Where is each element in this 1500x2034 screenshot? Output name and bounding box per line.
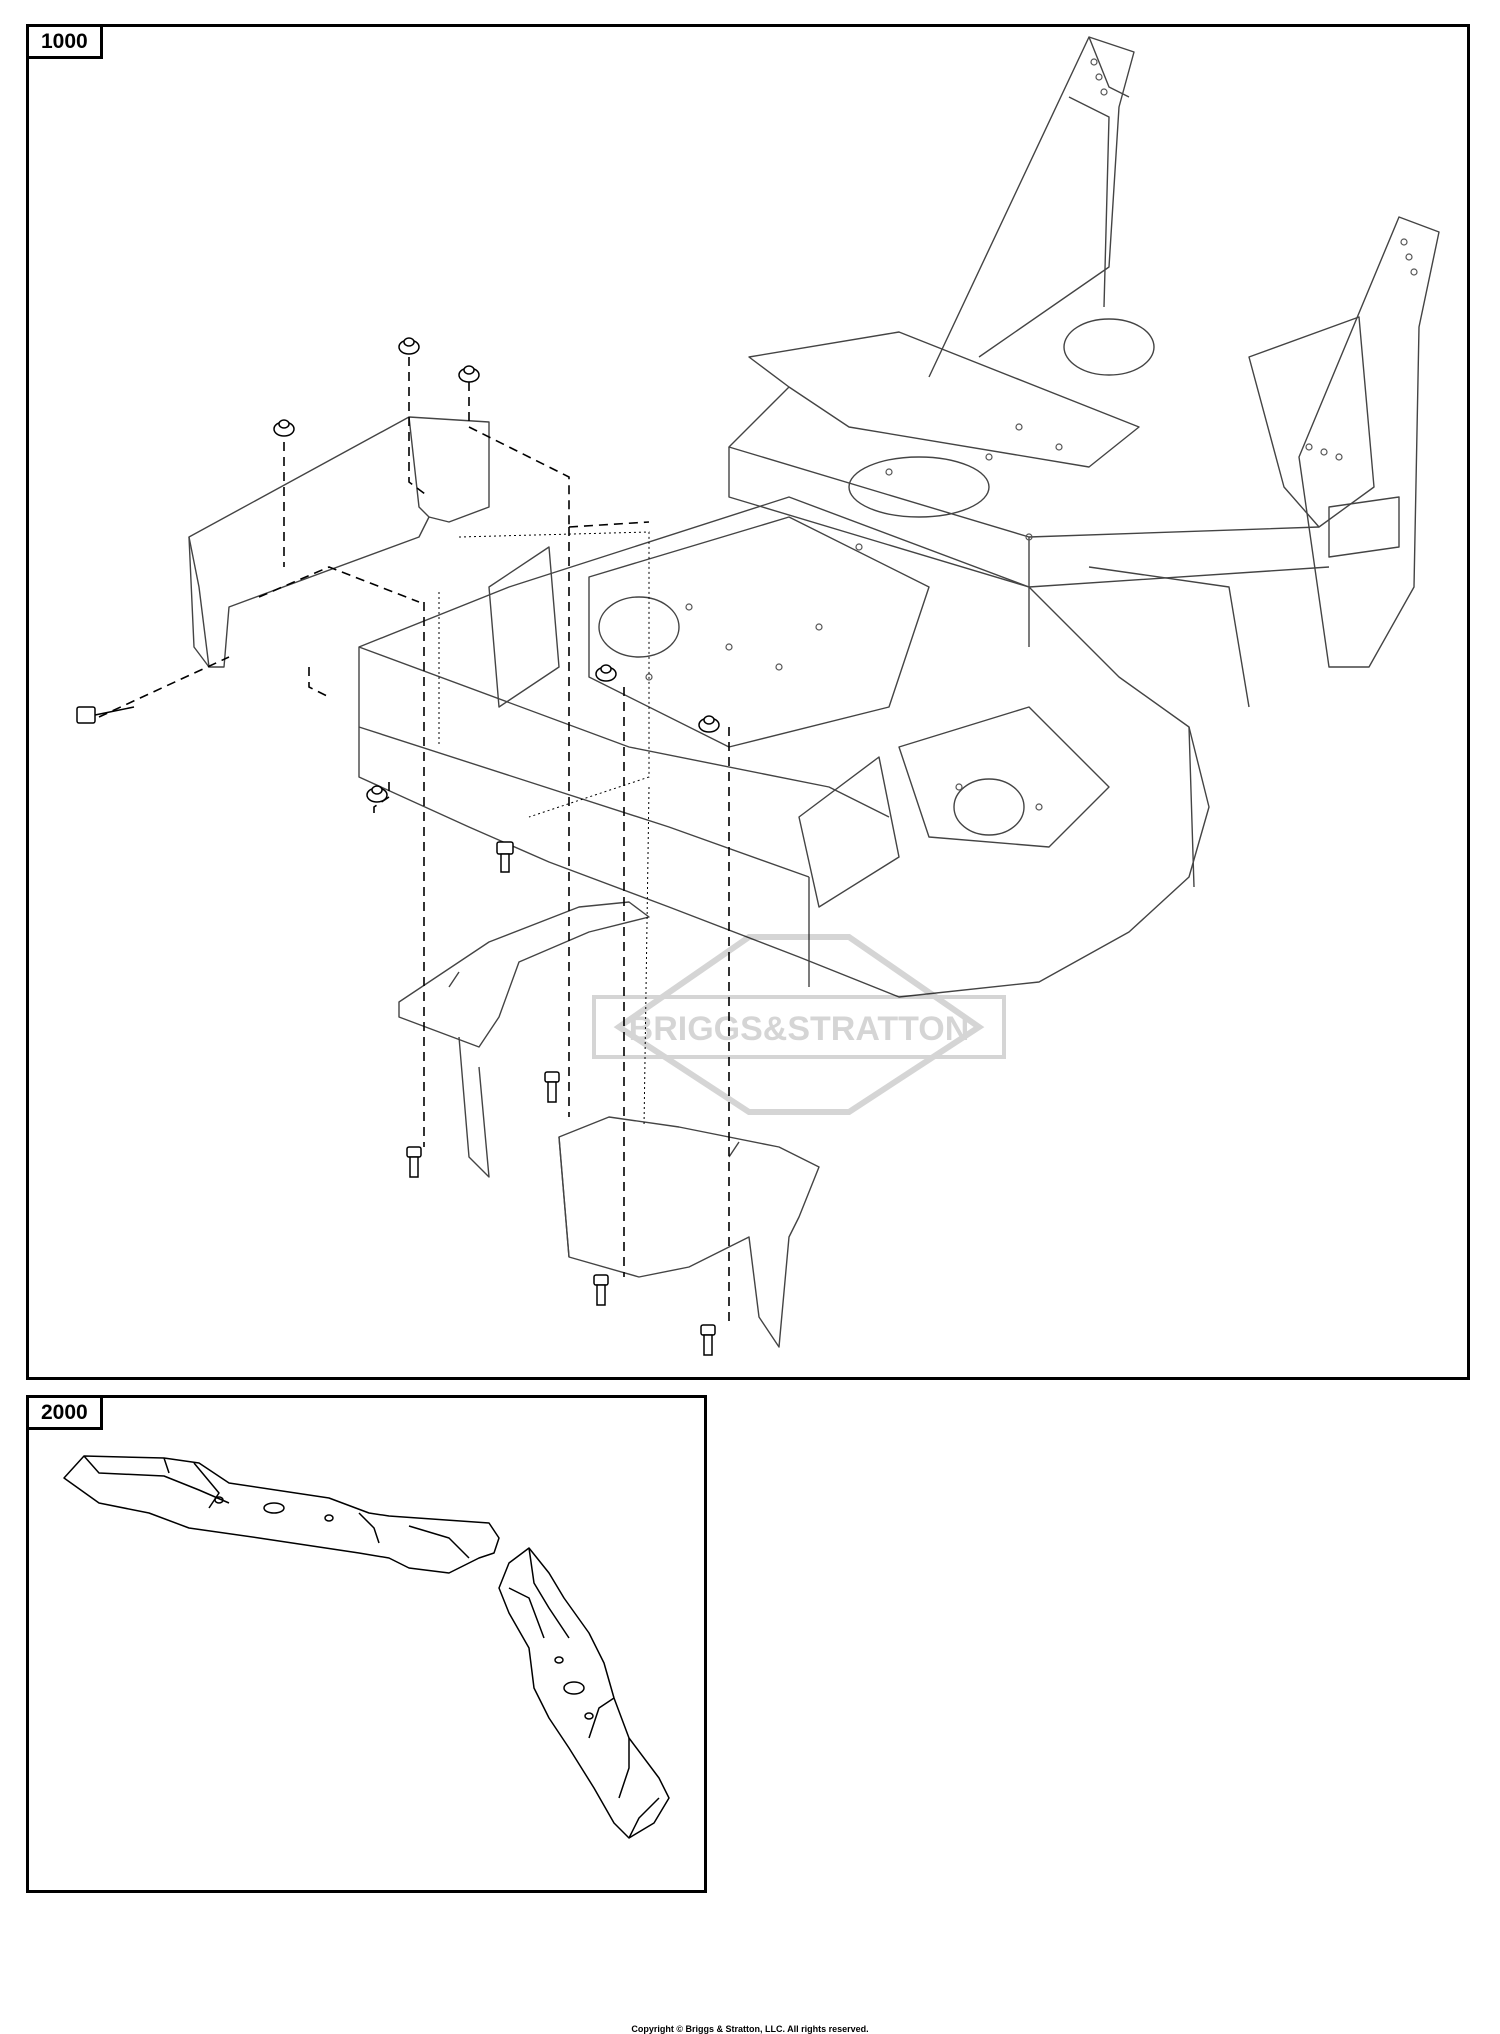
flange-nut-1	[273, 419, 295, 437]
frame-left-upright	[928, 36, 1135, 378]
deck-right-plate	[898, 706, 1110, 848]
watermark-logo-text: BRIGGS&STRATTON	[629, 1010, 970, 1048]
hex-bolt-4	[593, 1274, 609, 1306]
flange-nut-5	[698, 715, 720, 733]
deck-center-plate	[588, 516, 930, 748]
diagram-panel-1000: BRIGGS&STRATTON 1000	[26, 24, 1470, 1380]
mower-deck-shell	[358, 496, 1210, 998]
mower-blade-2	[498, 1547, 670, 1839]
hex-bolt-5	[700, 1324, 716, 1356]
deck-baffle-right	[558, 1116, 820, 1348]
briggs-stratton-watermark: BRIGGS&STRATTON	[592, 934, 1006, 1115]
hex-bolt-3	[406, 1146, 422, 1178]
frame-right-upright	[1298, 216, 1440, 668]
deck-exploded-view: BRIGGS&STRATTON	[76, 36, 1440, 1356]
frame-seat-hole	[848, 456, 990, 518]
panel-label-2000: 2000	[29, 1398, 103, 1430]
flange-nut-6	[366, 785, 388, 803]
hex-bolt-front	[76, 706, 135, 724]
flange-nut-3	[458, 365, 480, 383]
flange-nut-2	[398, 337, 420, 355]
frame-top-plate	[748, 331, 1140, 468]
hex-bolt-1	[496, 841, 514, 873]
front-deflector-bracket	[188, 416, 490, 668]
panel-label-1000: 1000	[29, 27, 103, 59]
mower-blades-view	[63, 1455, 670, 1839]
mower-blade-1	[63, 1455, 500, 1574]
copyright-footer: Copyright © Briggs & Stratton, LLC. All …	[631, 2024, 869, 2034]
diagram-panel-2000: 2000	[26, 1395, 707, 1893]
frame-rear-hole	[1063, 318, 1155, 376]
hex-bolt-2	[544, 1071, 560, 1103]
deck-baffle-left	[398, 901, 650, 1048]
flange-nut-4	[595, 664, 617, 682]
